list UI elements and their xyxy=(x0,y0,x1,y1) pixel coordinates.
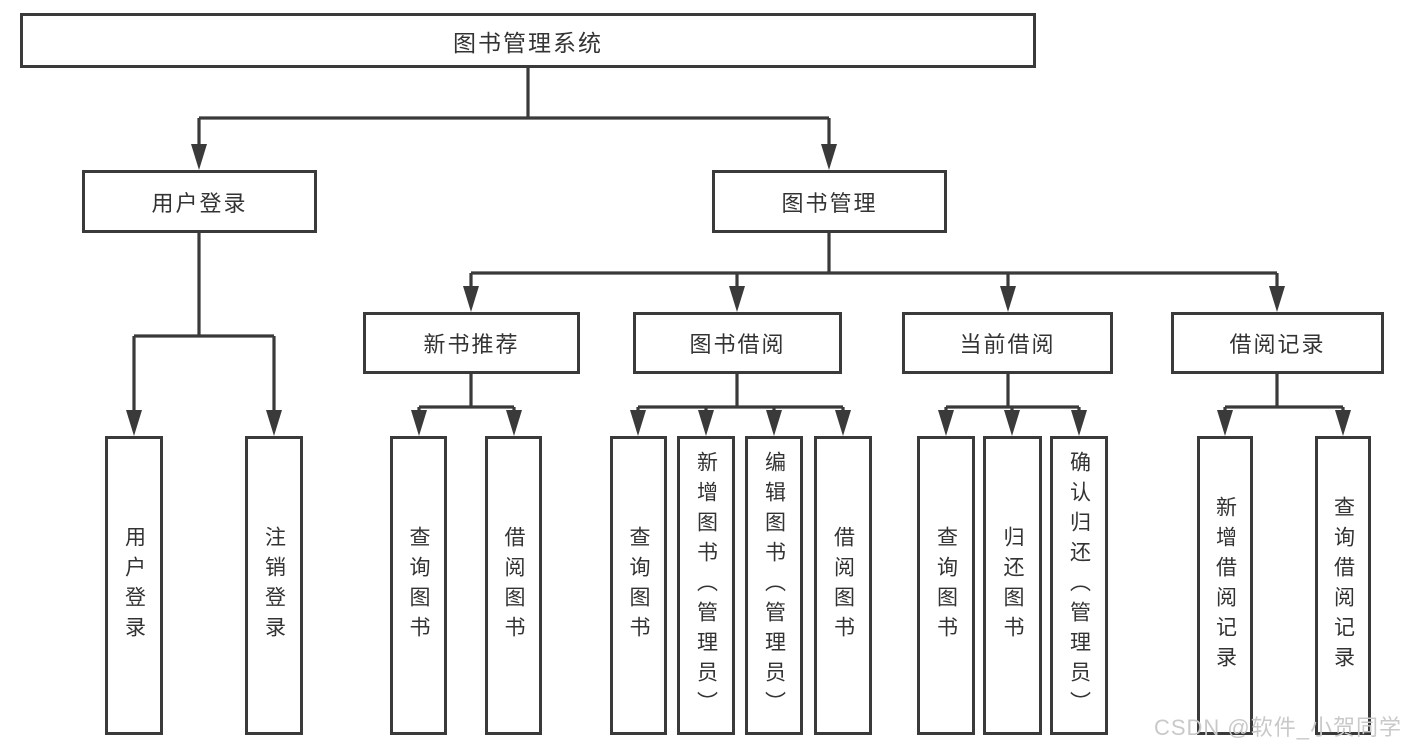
connector-root xyxy=(197,68,831,146)
leaf-borrow-books: 借阅图书 xyxy=(814,436,872,735)
leaf-logout: 注销登录 xyxy=(245,436,303,735)
node-borrowing-records: 借阅记录 xyxy=(1171,312,1384,374)
node-current-borrowing: 当前借阅 xyxy=(902,312,1113,374)
node-user-login: 用户登录 xyxy=(82,170,317,233)
connector-user-login xyxy=(132,233,276,412)
node-library-management-system: 图书管理系统 xyxy=(20,13,1036,68)
node-book-borrowing: 图书借阅 xyxy=(633,312,842,374)
connector-book-management xyxy=(469,233,1279,288)
leaf-edit-book-admin: 编辑图书（管理员） xyxy=(745,436,803,735)
leaf-query-borrow-record: 查询借阅记录 xyxy=(1315,436,1371,735)
leaf-query-books-current: 查询图书 xyxy=(917,436,975,735)
connector-new-book xyxy=(417,374,516,412)
connector-borrow-records xyxy=(1223,374,1345,412)
leaf-borrow-books-recommend: 借阅图书 xyxy=(485,436,542,735)
leaf-query-books-borrowing: 查询图书 xyxy=(610,436,667,735)
leaf-add-borrow-record: 新增借阅记录 xyxy=(1197,436,1253,735)
watermark: CSDN @软件_小贺同学 xyxy=(1153,715,1402,740)
connector-current-borrow xyxy=(944,374,1081,412)
arrowheads xyxy=(126,144,1351,436)
node-new-book-recommendation: 新书推荐 xyxy=(363,312,580,374)
node-book-management: 图书管理 xyxy=(712,170,947,233)
leaf-confirm-return-admin: 确认归还（管理员） xyxy=(1050,436,1108,735)
connector-book-borrow xyxy=(636,374,845,412)
leaf-user-login: 用户登录 xyxy=(105,436,163,735)
leaf-query-books-recommend: 查询图书 xyxy=(390,436,447,735)
leaf-add-book-admin: 新增图书（管理员） xyxy=(677,436,735,735)
leaf-return-book: 归还图书 xyxy=(983,436,1042,735)
